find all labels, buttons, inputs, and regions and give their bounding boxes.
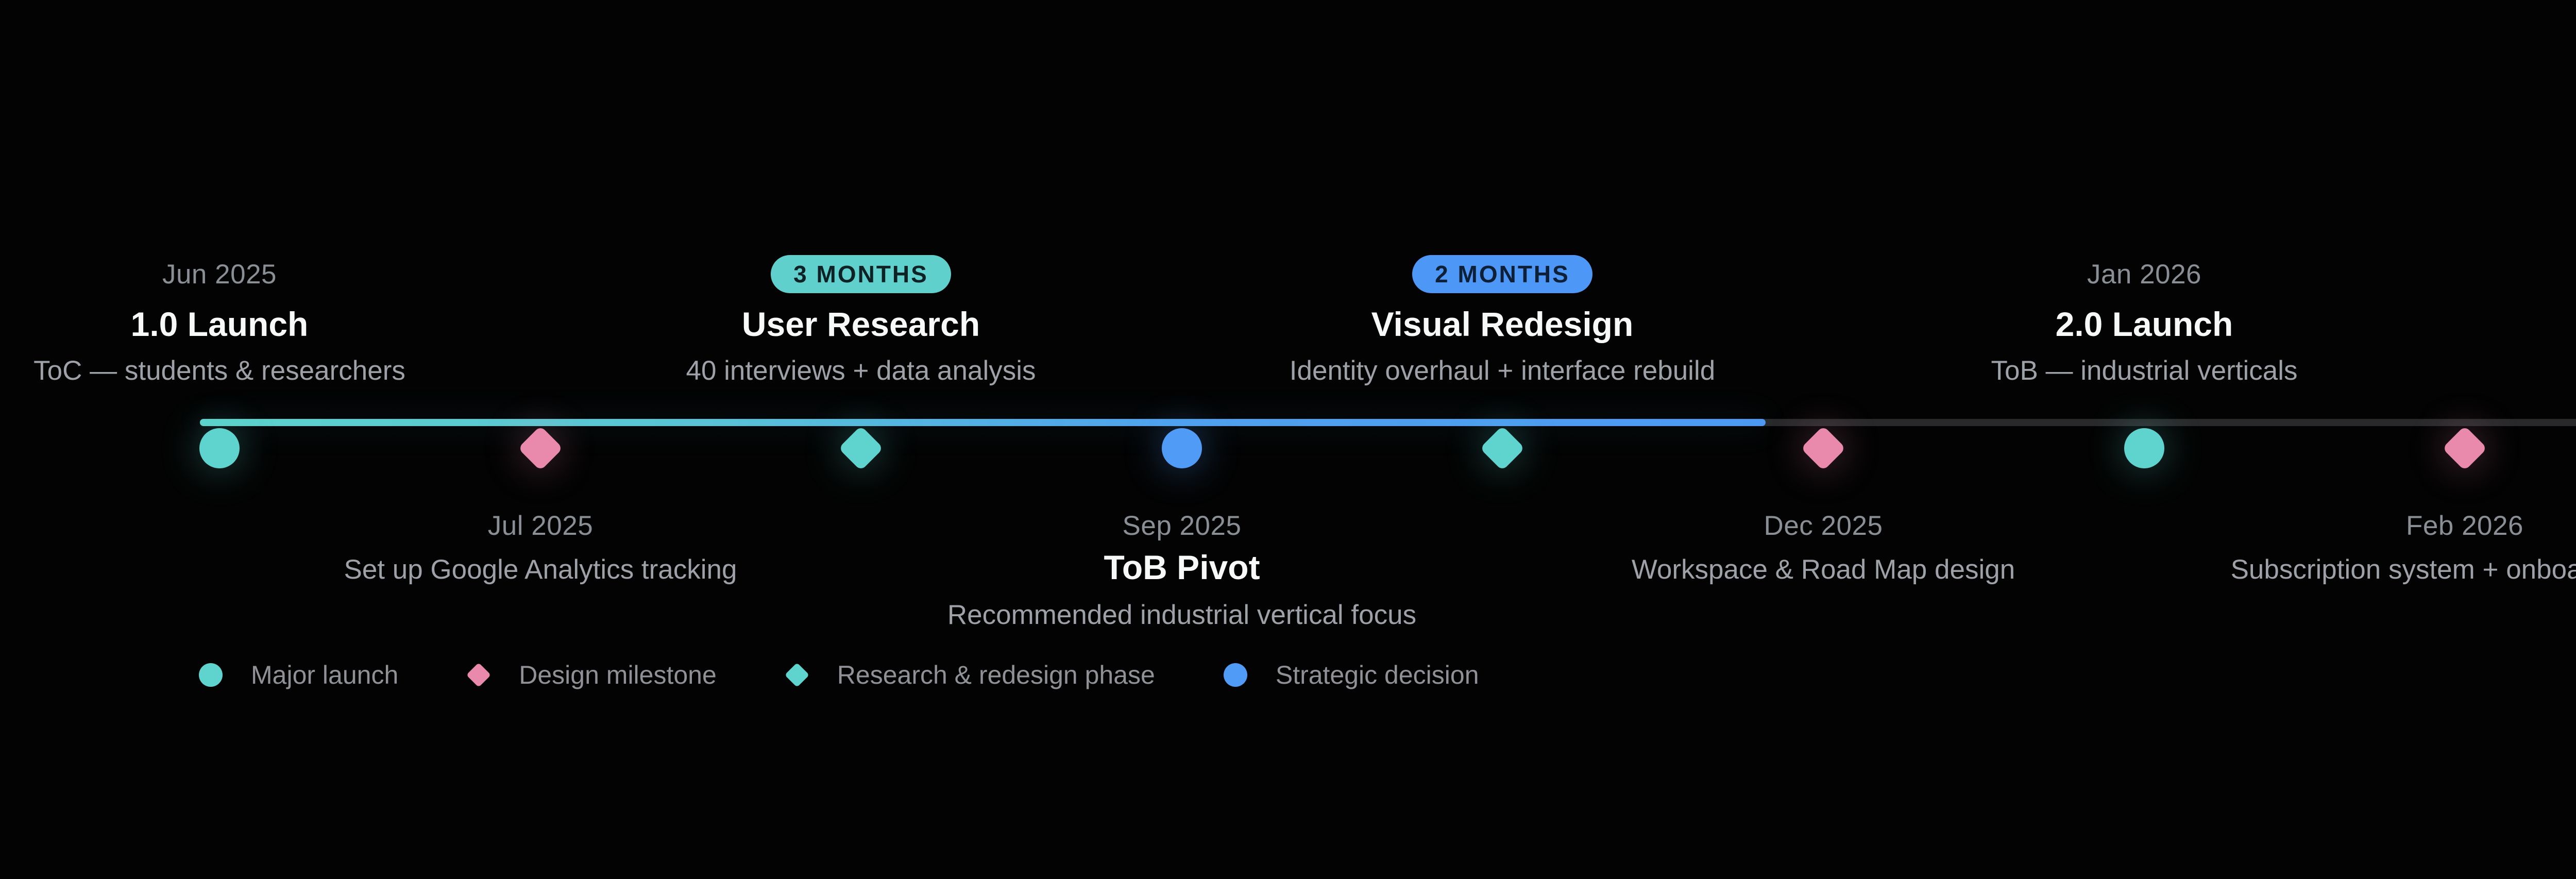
milestone-description: Recommended industrial vertical focus (947, 600, 1417, 630)
milestone-title: 1.0 Launch (130, 305, 309, 343)
research-phase-marker-visual-redesign (1480, 426, 1525, 471)
milestone-title: User Research (741, 305, 980, 343)
legend-item-design-milestone: Design milestone (466, 660, 717, 690)
strategic-decision-marker-sep-2025 (1162, 428, 1202, 468)
milestone-tob-pivot: Sep 2025 ToB Pivot Recommended industria… (744, 508, 1620, 633)
milestone-feb-2026: Feb 2026 Subscription system + onboardin… (2027, 508, 2576, 588)
research-phase-marker-user-research (838, 426, 884, 471)
milestone-description: 40 interviews + data analysis (686, 356, 1036, 386)
milestone-title: 2.0 Launch (2055, 305, 2233, 343)
timeline-progress-gradient (200, 419, 1766, 426)
design-milestone-marker-jul-2025 (518, 426, 563, 471)
milestone-date: Jan 2026 (2087, 259, 2202, 290)
major-launch-marker-jun-2025 (199, 428, 240, 468)
milestone-jul-2025: Jul 2025 Set up Google Analytics trackin… (103, 508, 978, 588)
milestone-jun-2025: Jun 2025 1.0 Launch ToC — students & res… (0, 255, 657, 389)
milestone-dec-2025: Dec 2025 Workspace & Road Map design (1385, 508, 2261, 588)
major-launch-icon (198, 663, 223, 687)
milestone-description: Workspace & Road Map design (1631, 554, 2015, 585)
legend: Major launch Design milestone Research &… (198, 658, 1479, 691)
milestone-ongoing: Ongoing Skills SaaS (Phase 2) (2348, 306, 2576, 389)
legend-label: Research & redesign phase (837, 661, 1155, 689)
duration-badge: 2 MONTHS (1412, 255, 1592, 293)
milestone-description: ToC — students & researchers (33, 356, 405, 386)
legend-item-strategic-decision: Strategic decision (1223, 660, 1479, 690)
design-milestone-marker-dec-2025 (1801, 426, 1846, 471)
legend-item-research-redesign-phase: Research & redesign phase (784, 660, 1155, 690)
major-launch-marker-jan-2026 (2124, 428, 2164, 468)
duration-badge: 3 MONTHS (771, 255, 951, 293)
milestone-date: Dec 2025 (1764, 510, 1883, 541)
milestone-date: Feb 2026 (2406, 510, 2523, 541)
design-milestone-marker-feb-2026 (2442, 426, 2487, 471)
milestone-title: Visual Redesign (1371, 305, 1634, 343)
research-redesign-phase-icon (784, 662, 809, 688)
design-milestone-icon (466, 662, 492, 688)
strategic-decision-icon (1223, 663, 1248, 687)
milestone-date: Sep 2025 (1122, 510, 1242, 541)
milestone-description: Set up Google Analytics tracking (344, 554, 737, 585)
milestone-description: ToB — industrial verticals (1991, 356, 2298, 386)
milestone-title: ToB Pivot (1104, 548, 1260, 586)
legend-label: Major launch (251, 661, 399, 689)
milestone-date: Jul 2025 (487, 510, 594, 541)
milestone-user-research: 3 MONTHS User Research 40 interviews + d… (423, 255, 1299, 389)
milestone-visual-redesign: 2 MONTHS Visual Redesign Identity overha… (1064, 255, 1940, 389)
legend-label: Design milestone (519, 661, 717, 689)
milestone-description: Identity overhaul + interface rebuild (1289, 356, 1716, 386)
milestone-date: Jun 2025 (162, 259, 277, 290)
legend-item-major-launch: Major launch (198, 660, 398, 690)
legend-label: Strategic decision (1275, 661, 1479, 689)
milestone-description: Subscription system + onboarding flow (2230, 554, 2576, 585)
milestone-jan-2026: Jan 2026 2.0 Launch ToB — industrial ver… (1706, 255, 2576, 389)
